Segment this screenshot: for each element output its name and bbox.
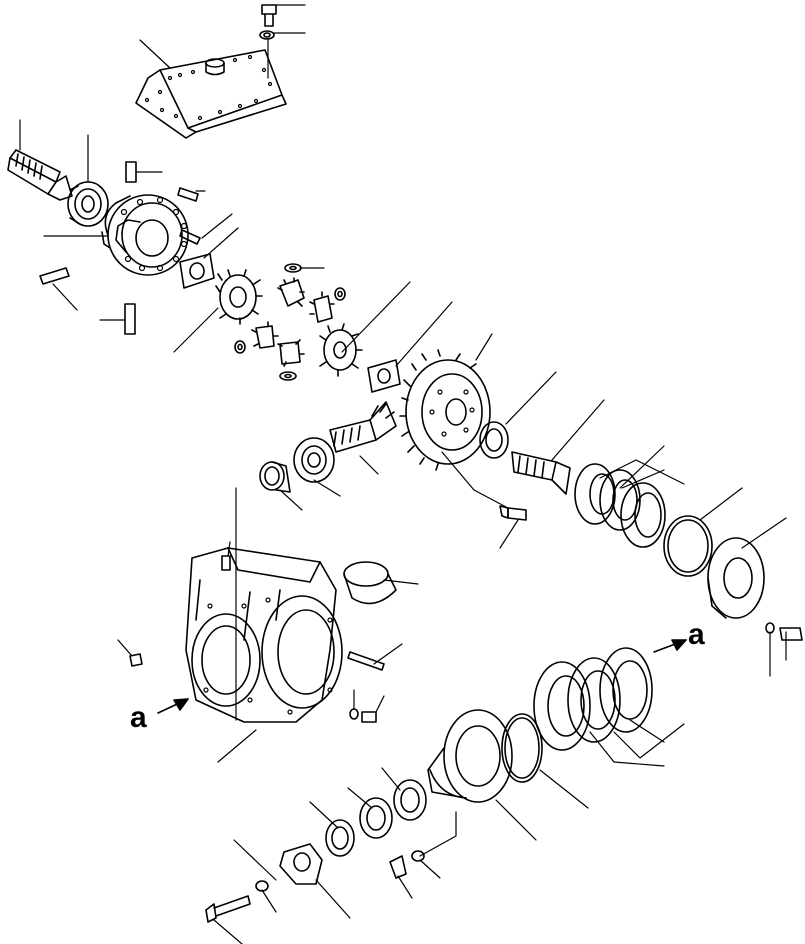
- bevel-bearing: [294, 438, 334, 482]
- bevel-pinion-shaft: [330, 402, 396, 452]
- thrust-washer-lower: [368, 360, 400, 392]
- view-label-a-left: a: [130, 701, 147, 734]
- pinion-gear-left: [252, 322, 278, 348]
- bearing-sleeve: [260, 462, 290, 492]
- cover-bolt: [262, 5, 276, 26]
- thrust-washer-upper: [180, 254, 214, 288]
- yoke-bolt: [206, 881, 268, 922]
- ring-gear: [400, 350, 490, 470]
- flange-bolt: [390, 851, 424, 878]
- o-ring-right: [664, 516, 712, 576]
- case-pins: [40, 162, 200, 334]
- clutch-plates-upper: [575, 464, 665, 547]
- end-cover-bolt: [766, 623, 802, 640]
- side-gear-left: [216, 270, 262, 324]
- view-label-a-right: a: [688, 618, 705, 651]
- pinion-gear-top: [278, 278, 304, 306]
- cover-washer: [260, 31, 274, 39]
- cover-plate: [136, 50, 286, 138]
- o-ring-lower: [502, 714, 542, 782]
- side-gear-right: [320, 324, 362, 376]
- output-flange: [428, 710, 512, 802]
- yoke: [280, 844, 322, 884]
- pinion-gear-right: [310, 292, 334, 322]
- lower-bearings: [326, 780, 426, 856]
- view-arrow-right: [654, 640, 686, 652]
- output-bearing: [480, 422, 508, 458]
- leader-lines: [20, 5, 786, 944]
- clutch-plates-lower: [534, 648, 652, 750]
- ring-gear-bolt: [500, 506, 526, 520]
- pinion-shaft: [8, 150, 72, 200]
- view-arrow-left: [158, 699, 188, 713]
- axle-housing: [186, 548, 342, 722]
- end-cover-right: [708, 538, 764, 618]
- housing-fasteners: [130, 556, 384, 722]
- differential-case: [102, 195, 188, 275]
- pinion-bearing: [68, 182, 108, 226]
- bushing: [344, 562, 396, 603]
- pinion-gear-bottom: [278, 340, 304, 366]
- output-shaft: [512, 452, 570, 494]
